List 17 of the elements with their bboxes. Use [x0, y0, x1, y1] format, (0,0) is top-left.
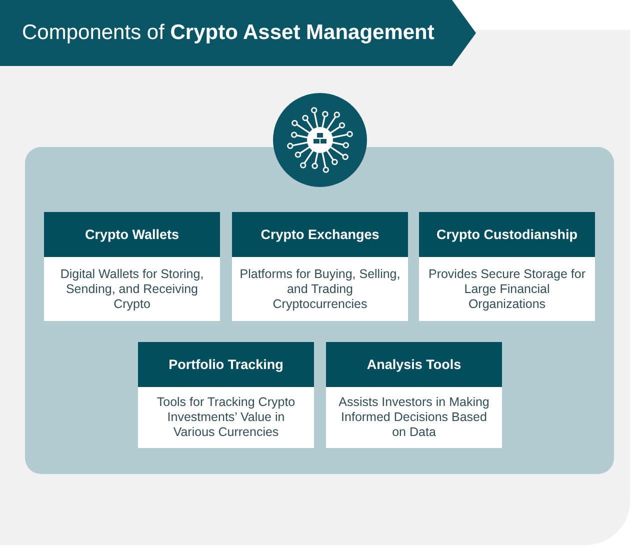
card-title: Analysis Tools	[326, 342, 502, 387]
card-title: Crypto Custodianship	[419, 212, 595, 257]
title: Components of Crypto Asset Management	[22, 20, 434, 46]
info-card	[419, 212, 595, 321]
info-card	[44, 212, 220, 321]
card-description: Provides Secure Storage for Large Financial Organizations	[427, 266, 587, 312]
card-description: Digital Wallets for Storing, Sending, and Receiving Crypto	[59, 266, 205, 312]
card-description: Tools for Tracking Crypto Investments’ Value in Various Currencies	[156, 395, 296, 440]
info-card	[232, 212, 408, 321]
card-description: Assists Investors in Making Informed Decisions Based on Data	[338, 395, 490, 440]
info-card	[326, 342, 502, 448]
card-title: Portfolio Tracking	[138, 342, 314, 387]
card-title: Crypto Wallets	[44, 212, 220, 257]
card-description: Platforms for Buying, Selling, and Trading Cryptocurrencies	[239, 266, 401, 312]
card-title: Crypto Exchanges	[232, 212, 408, 257]
info-card	[138, 342, 314, 448]
background-panel	[25, 147, 614, 474]
